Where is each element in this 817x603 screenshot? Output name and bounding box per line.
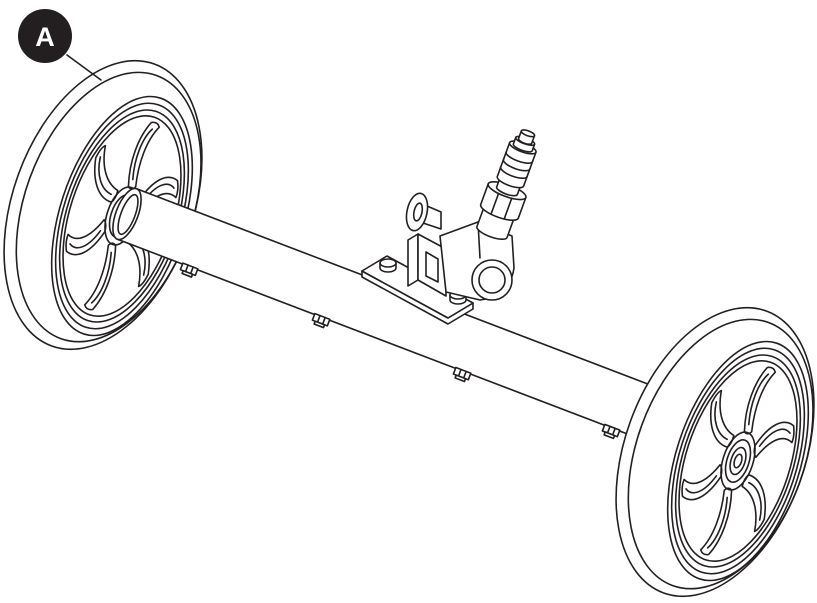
connector-hex-facets: [490, 192, 513, 220]
right-tire-bead: [641, 324, 817, 598]
bracket: [407, 233, 447, 297]
callout-badge: [18, 9, 72, 63]
knob-disc: [405, 192, 429, 232]
right-wheel: [579, 280, 817, 603]
axle-tube-end-cap: [112, 187, 142, 241]
swivel-cap: [471, 259, 513, 301]
right-hub-ring: [714, 428, 761, 494]
bracket-slot: [425, 251, 439, 283]
knob-disc-center: [412, 202, 424, 222]
right-rim-inner: [656, 346, 817, 576]
connector-tip-top: [520, 129, 536, 138]
mounting-bolt-head: [379, 258, 397, 268]
swivel-cap-outer: [471, 259, 513, 301]
swivel-cap-inner: [478, 266, 506, 294]
swivel-fitting: [361, 129, 537, 325]
bracket-side: [407, 233, 419, 287]
callout-a: A: [18, 9, 102, 81]
axle-tube-end-cap-inner: [117, 193, 139, 236]
mounting-plate: [361, 255, 474, 325]
right-rim-lip: [652, 339, 817, 582]
adjustment-knob: [405, 192, 442, 232]
right-hub-bore: [733, 453, 744, 468]
callout-leader-line: [66, 54, 102, 81]
callout-label: A: [35, 22, 55, 52]
connector-plug-grooves: [499, 151, 534, 180]
right-rim: [641, 324, 817, 598]
right-tire-tread-edge: [594, 294, 817, 603]
quick-connector: [476, 129, 537, 240]
